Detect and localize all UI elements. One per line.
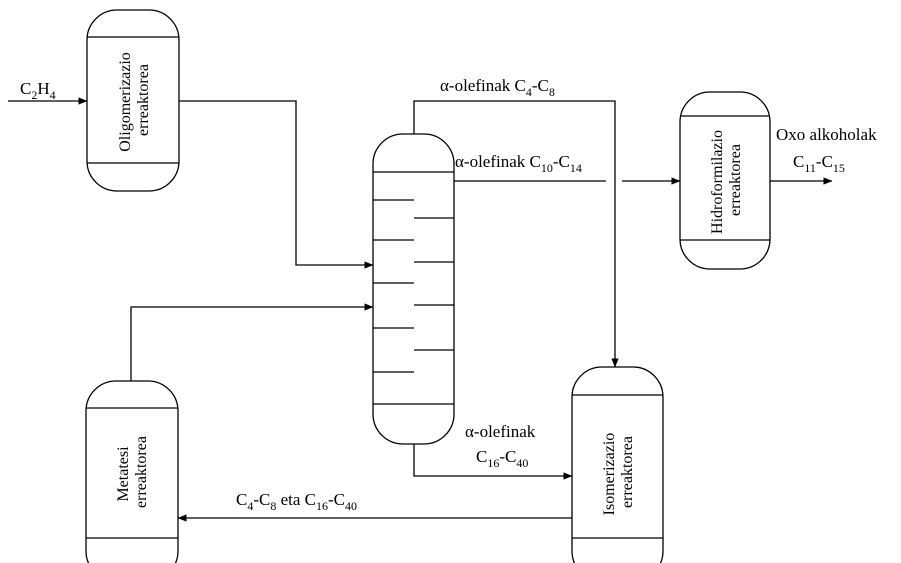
hydroformylation-label-line1: Hidroformilazio <box>709 130 726 234</box>
metathesis-label-line1: Metatesi <box>115 446 132 502</box>
metathesis-to-column-line <box>130 303 374 381</box>
top-stream-line <box>413 100 619 368</box>
bottom-stream-label-line2: C16-C40 <box>476 447 528 470</box>
oligomerization-label-line2: erreaktorea <box>135 64 152 136</box>
svg-text:Hidroformilazio erreakto: Hidroformilazio erreaktorea <box>709 126 744 234</box>
svg-text:Oligomerizazio erreaktor: Oligomerizazio erreaktorea <box>117 48 152 152</box>
metathesis-reactor: Metatesi erreaktorea <box>85 380 179 563</box>
svg-text:Metatesi erreaktorea: Metatesi erreaktorea <box>115 436 150 508</box>
oligomerization-reactor: Oligomerizazio erreaktorea <box>86 9 180 192</box>
isomerization-reactor: Isomerizazio erreaktorea <box>571 366 664 563</box>
metathesis-label-line2: erreaktorea <box>133 436 150 508</box>
feed-label: C2H4 <box>20 79 56 102</box>
hydroformylation-reactor: Hidroformilazio erreaktorea <box>679 91 771 270</box>
product-label-line1: Oxo alkoholak <box>776 125 877 144</box>
oligomer-to-column-line <box>179 100 374 269</box>
middle-stream-label: α-olefinak C10-C14 <box>455 152 582 175</box>
oligomerization-label-line1: Oligomerizazio <box>117 52 134 152</box>
recycle-stream-label: C4-C8 eta C16-C40 <box>236 490 357 513</box>
hydroformylation-label-line2: erreaktorea <box>727 144 744 216</box>
top-stream-label: α-olefinak C4-C8 <box>440 76 555 99</box>
bottom-stream-label-line1: α-olefinak <box>465 422 536 441</box>
product-label-line2: C11-C15 <box>793 152 845 175</box>
bottom-stream-line <box>413 444 573 480</box>
distillation-column <box>372 133 455 445</box>
svg-text:Isomerizazio erreaktorea: Isomerizazio erreaktorea <box>601 429 636 516</box>
isomerization-label-line1: Isomerizazio <box>601 433 618 516</box>
isomerization-label-line2: erreaktorea <box>619 436 636 508</box>
